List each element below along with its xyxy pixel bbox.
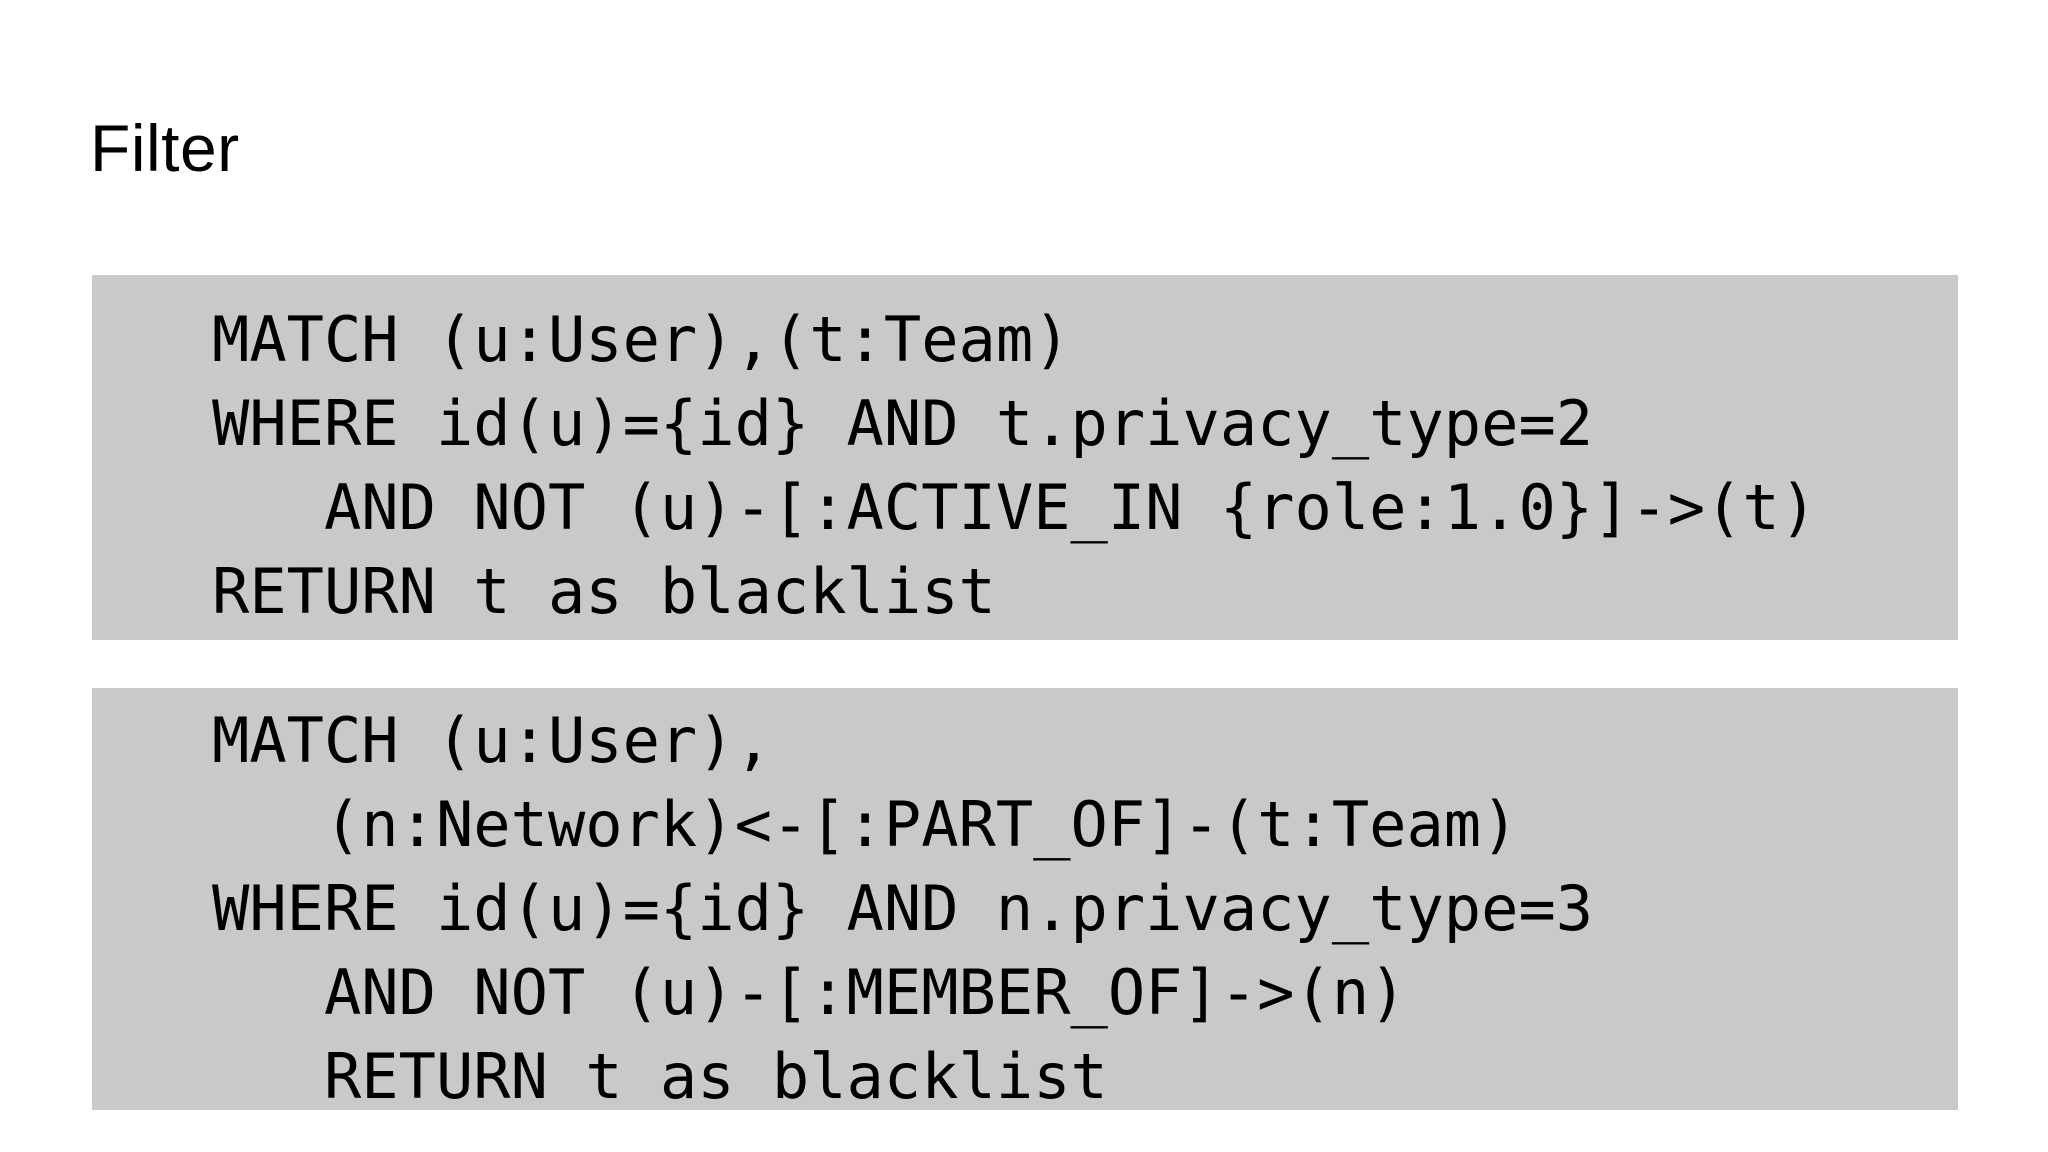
code-line: AND NOT (u)-[:MEMBER_OF]->(n)	[212, 956, 1407, 1029]
code-line: RETURN t as blacklist	[212, 1040, 1108, 1113]
slide-title: Filter	[90, 111, 240, 185]
code-line: MATCH (u:User),(t:Team)	[212, 303, 1071, 376]
code-line: WHERE id(u)={id} AND t.privacy_type=2	[212, 387, 1594, 460]
code-line: (n:Network)<-[:PART_OF]-(t:Team)	[212, 788, 1519, 861]
code-line: RETURN t as blacklist	[212, 555, 996, 628]
code-text: MATCH (u:User), (n:Network)<-[:PART_OF]-…	[92, 688, 1958, 1119]
code-line: AND NOT (u)-[:ACTIVE_IN {role:1.0}]->(t)	[212, 471, 1818, 544]
code-line: MATCH (u:User),	[212, 704, 772, 777]
code-line: WHERE id(u)={id} AND n.privacy_type=3	[212, 872, 1594, 945]
code-text: MATCH (u:User),(t:Team) WHERE id(u)={id} …	[92, 275, 1958, 634]
cypher-query-block-team-blacklist: MATCH (u:User),(t:Team) WHERE id(u)={id} …	[92, 275, 1958, 640]
cypher-query-block-network-blacklist: MATCH (u:User), (n:Network)<-[:PART_OF]-…	[92, 688, 1958, 1113]
